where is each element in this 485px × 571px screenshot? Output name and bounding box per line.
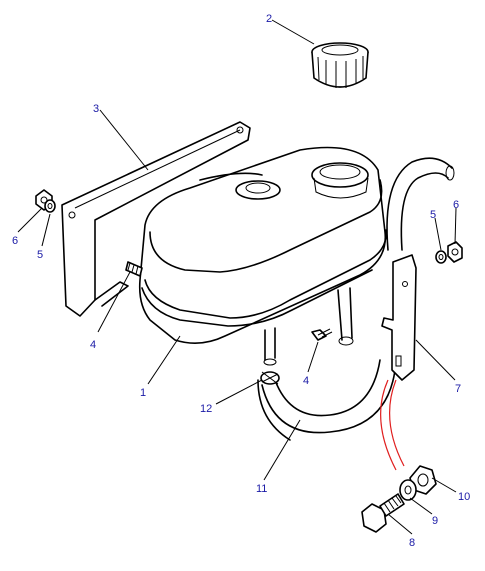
callout-4-left: 4 (90, 339, 96, 351)
callout-8: 8 (409, 537, 415, 549)
bolt-lower (311, 328, 333, 341)
filler-cap (311, 42, 369, 88)
upper-hose (386, 157, 455, 251)
callout-5-left: 5 (37, 249, 43, 261)
washer-left (44, 199, 56, 213)
callout-1: 1 (140, 387, 146, 399)
callout-7: 7 (455, 383, 461, 395)
bolt-left (125, 261, 143, 277)
callout-6-left: 6 (12, 235, 18, 247)
washer-right (435, 250, 447, 264)
hose-clip (260, 371, 280, 385)
callout-6-right: 6 (453, 199, 459, 211)
callout-3: 3 (93, 103, 99, 115)
callout-4-lower: 4 (303, 375, 309, 387)
coolant-hose (257, 359, 397, 441)
callout-11: 11 (256, 483, 267, 495)
callout-12: 12 (200, 403, 212, 415)
callout-2: 2 (266, 13, 272, 25)
expansion-tank (138, 146, 387, 366)
washer-9 (399, 479, 417, 501)
bolt-8 (361, 493, 405, 533)
callout-10: 10 (458, 491, 470, 503)
nut-right (447, 241, 463, 263)
callout-5-right: 5 (430, 209, 436, 221)
side-bracket (381, 254, 417, 381)
callout-9: 9 (432, 515, 438, 527)
